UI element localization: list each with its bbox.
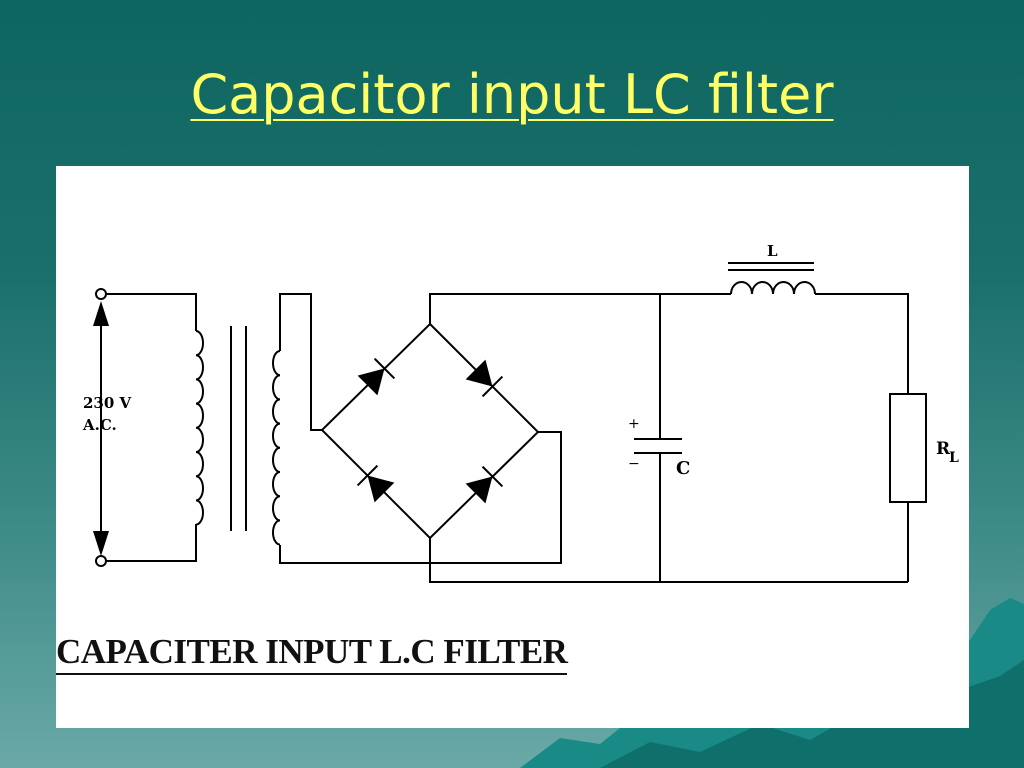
circuit-diagram: 230 V A.C. L + − C R L — [82, 242, 959, 583]
slide-title: Capacitor input LC filter — [190, 63, 834, 126]
inductor-coil — [730, 281, 816, 295]
source-arrow-head-up — [93, 301, 109, 326]
circuit-figure: 230 V A.C. L + − C R L CAPACITER INPUT L… — [56, 166, 969, 728]
primary-lead — [106, 293, 197, 562]
bridge-rectifier — [320, 322, 540, 540]
diode-2 — [465, 359, 504, 398]
load-base-label: R — [936, 439, 951, 459]
load-subscript-label: L — [949, 450, 959, 466]
capacitor-plus-label: + — [628, 416, 640, 432]
secondary-winding — [272, 350, 281, 546]
secondary-lead-bottom — [279, 431, 562, 564]
source-arrow-head-down — [93, 531, 109, 556]
source-terminal-bottom — [95, 555, 107, 567]
diode-4 — [465, 465, 504, 504]
primary-winding — [195, 330, 204, 526]
figure-caption: CAPACITER INPUT L.C FILTER — [56, 632, 568, 675]
bridge-positive-lead — [429, 293, 660, 324]
capacitor-minus-label: − — [628, 456, 640, 472]
inductor-label: L — [767, 242, 778, 260]
secondary-lead-top — [279, 293, 322, 431]
bridge-negative-lead — [429, 538, 908, 583]
diode-3 — [356, 464, 395, 503]
source-terminal-top — [95, 288, 107, 300]
capacitor-label: C — [676, 458, 690, 479]
diode-1 — [357, 357, 396, 396]
source-type-label: A.C. — [82, 416, 117, 434]
source-voltage-label: 230 V — [83, 394, 132, 412]
load-lead-top — [815, 293, 909, 394]
load-resistor — [889, 393, 927, 503]
